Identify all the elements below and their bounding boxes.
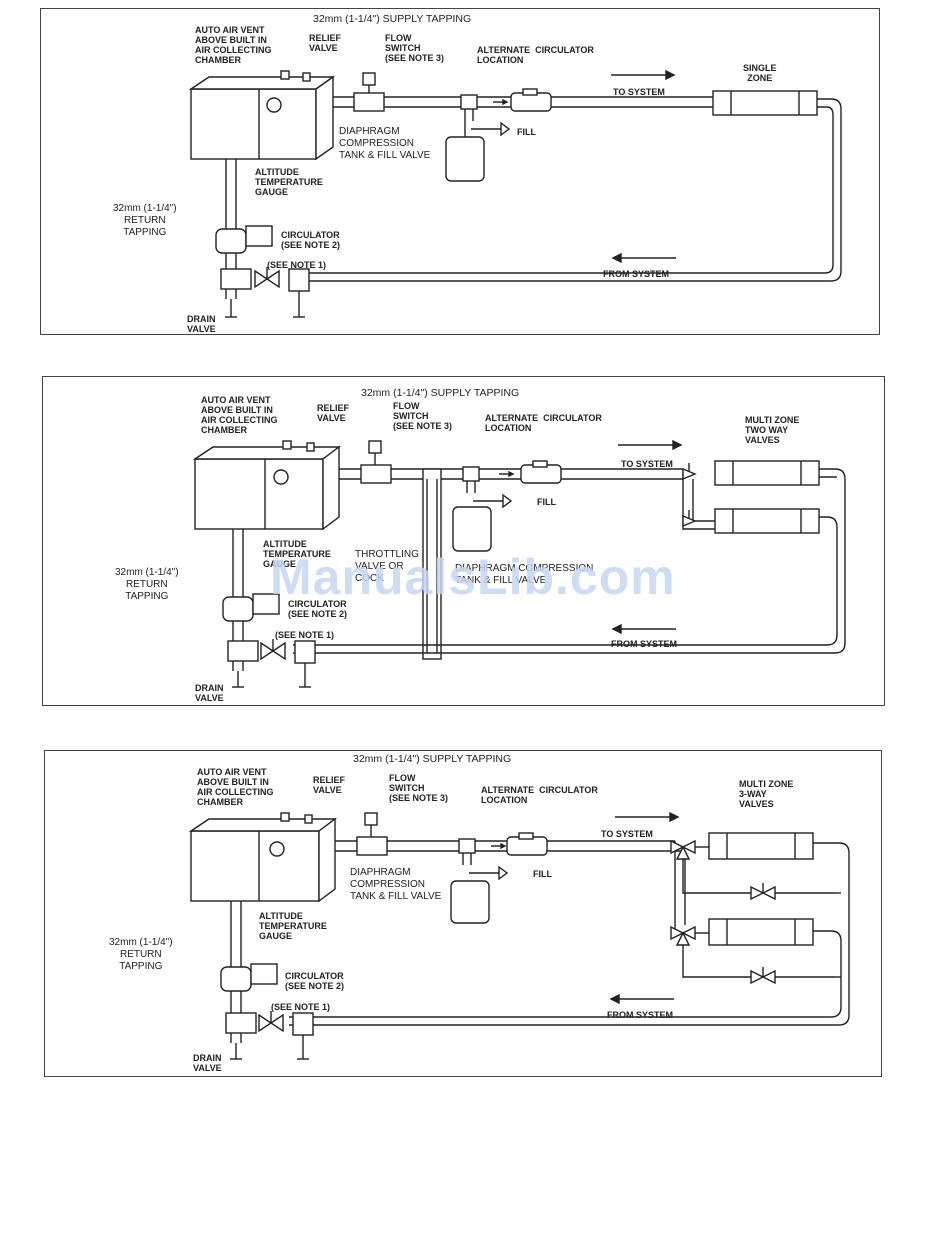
altitude-gauge <box>266 97 282 113</box>
boiler <box>194 458 324 530</box>
flow-switch <box>364 812 378 826</box>
altitude-gauge-label: ALTITUDE TEMPERATURE GAUGE <box>263 539 331 569</box>
boiler-top <box>188 76 336 90</box>
see-note-1-label: (SEE NOTE 1) <box>275 630 335 640</box>
relief-valve-label: RELIEF VALVE <box>313 775 346 795</box>
alternate-circulator <box>506 836 548 856</box>
zone-1 <box>714 460 820 486</box>
return-tapping-label: 32mm (1-1/4") RETURN TAPPING <box>115 567 179 602</box>
bypass-valve-1 <box>750 885 765 901</box>
circulator-label: CIRCULATOR (SEE NOTE 2) <box>285 971 345 991</box>
zone-single <box>712 90 818 116</box>
alternate-circulator-label: ALTERNATE CIRCULATOR LOCATION <box>481 785 598 805</box>
three-way-valve-2 <box>670 925 685 941</box>
compression-tank <box>445 136 485 182</box>
compression-tank-label: DIAPHRAGM COMPRESSION TANK & FILL VALVE <box>350 867 442 902</box>
compression-tank-label: DIAPHRAGM COMPRESSION TANK & FILL VALVE <box>339 126 431 161</box>
diagram-multi-zone-two-way: 32mm (1-1/4") SUPPLY TAPPING AUTO AIR VE… <box>42 376 885 706</box>
fill-valve <box>500 121 511 137</box>
from-system-label: FROM SYSTEM <box>603 269 670 279</box>
two-way-valve-1 <box>682 467 697 481</box>
circulator-label: CIRCULATOR (SEE NOTE 2) <box>281 230 341 250</box>
circulator <box>220 966 252 992</box>
fill-valve <box>502 493 513 509</box>
isolation-valve <box>260 641 275 661</box>
alternate-circulator-label: ALTERNATE CIRCULATOR LOCATION <box>485 413 602 433</box>
flow-switch-label: FLOW SWITCH (SEE NOTE 3) <box>385 33 445 63</box>
alternate-circulator-label: ALTERNATE CIRCULATOR LOCATION <box>477 45 594 65</box>
drain-valve-label: DRAIN VALVE <box>187 314 216 334</box>
to-system-label: TO SYSTEM <box>613 87 665 97</box>
compression-tank <box>452 506 492 552</box>
compression-tank-label: DIAPHRAGM COMPRESSION TANK & FILL VALVE <box>455 563 594 586</box>
relief-valve-label: RELIEF VALVE <box>317 403 350 423</box>
three-way-valve-1 <box>670 839 685 855</box>
watermark: ManualsLib.com <box>270 549 676 605</box>
to-system-label: TO SYSTEM <box>621 459 673 469</box>
diagram-single-zone: 32mm (1-1/4") SUPPLY TAPPING AUTO AIR VE… <box>40 8 880 335</box>
drain-valve-label: DRAIN VALVE <box>193 1053 222 1073</box>
boiler <box>190 830 320 902</box>
auto-air-vent-label: AUTO AIR VENT ABOVE BUILT IN AIR COLLECT… <box>197 767 274 807</box>
flow-switch <box>362 72 376 86</box>
fill-valve <box>498 865 509 881</box>
return-tapping-label: 32mm (1-1/4") RETURN TAPPING <box>113 203 177 238</box>
piping-schematic-3 <box>188 811 850 1060</box>
return-tapping-label: 32mm (1-1/4") RETURN TAPPING <box>109 937 173 972</box>
relief-valve <box>306 442 315 452</box>
auto-air-vent <box>280 70 290 80</box>
from-system-label: FROM SYSTEM <box>607 1010 674 1020</box>
circulator-label: CIRCULATOR (SEE NOTE 2) <box>288 599 348 619</box>
zone-label: MULTI ZONE TWO WAY VALVES <box>745 415 800 445</box>
relief-valve <box>304 814 313 824</box>
zone-2 <box>708 918 814 946</box>
altitude-gauge <box>269 841 285 857</box>
throttling-valve-label: THROTTLING VALVE OR COCK <box>355 549 419 584</box>
isolation-valve <box>258 1013 273 1033</box>
isolation-valve <box>254 269 269 289</box>
zone-label: MULTI ZONE 3-WAY VALVES <box>739 779 794 809</box>
flow-switch <box>368 440 382 454</box>
circulator <box>215 228 247 254</box>
altitude-gauge <box>273 469 289 485</box>
bypass-valve-2 <box>750 969 765 985</box>
supply-tapping-label: 32mm (1-1/4") SUPPLY TAPPING <box>313 13 472 25</box>
compression-tank <box>450 880 490 924</box>
see-note-1-label: (SEE NOTE 1) <box>271 1002 331 1012</box>
relief-valve-label: RELIEF VALVE <box>309 33 342 53</box>
auto-air-vent <box>280 812 290 822</box>
zone-2 <box>714 508 820 534</box>
piping-schematic-2 <box>192 439 846 688</box>
piping-schematic-1 <box>188 69 842 318</box>
boiler <box>190 88 317 160</box>
fill-label: FILL <box>537 497 556 507</box>
altitude-gauge-label: ALTITUDE TEMPERATURE GAUGE <box>255 167 323 197</box>
relief-valve <box>302 72 311 82</box>
alternate-circulator <box>520 464 562 484</box>
see-note-1-label: (SEE NOTE 1) <box>267 260 327 270</box>
altitude-gauge-label: ALTITUDE TEMPERATURE GAUGE <box>259 911 327 941</box>
supply-tapping-label: 32mm (1-1/4") SUPPLY TAPPING <box>361 387 520 399</box>
two-way-valve-2 <box>682 514 697 528</box>
flow-switch-label: FLOW SWITCH (SEE NOTE 3) <box>389 773 449 803</box>
flow-switch-label: FLOW SWITCH (SEE NOTE 3) <box>393 401 453 431</box>
fill-label: FILL <box>533 869 552 879</box>
from-system-label: FROM SYSTEM <box>611 639 678 649</box>
boiler-side <box>315 75 334 161</box>
supply-tapping-label: 32mm (1-1/4") SUPPLY TAPPING <box>353 753 512 765</box>
diagram-multi-zone-3-way: 32mm (1-1/4") SUPPLY TAPPING AUTO AIR VE… <box>44 750 882 1077</box>
to-system-label: TO SYSTEM <box>601 829 653 839</box>
fill-label: FILL <box>517 127 536 137</box>
auto-air-vent <box>282 440 292 450</box>
zone-label: SINGLE ZONE <box>743 63 777 83</box>
drain-valve-label: DRAIN VALVE <box>195 683 224 703</box>
auto-air-vent-label: AUTO AIR VENT ABOVE BUILT IN AIR COLLECT… <box>201 395 278 435</box>
auto-air-vent-label: AUTO AIR VENT ABOVE BUILT IN AIR COLLECT… <box>195 25 272 65</box>
zone-1 <box>708 832 814 860</box>
circulator <box>222 596 254 622</box>
